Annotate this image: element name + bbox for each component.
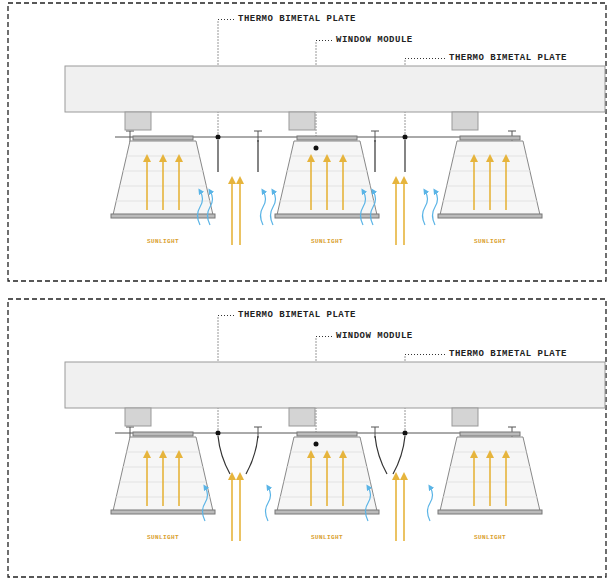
part-label: THERMO BIMETAL PLATE [448, 349, 568, 360]
part-label: THERMO BIMETAL PLATE [237, 310, 357, 321]
part-label: THERMO BIMETAL PLATE [237, 14, 357, 25]
panel [8, 299, 606, 577]
part-label: WINDOW MODULE [335, 35, 414, 46]
part-label: THERMO BIMETAL PLATE [448, 53, 568, 64]
sunlight-label: SUNLIGHT [310, 238, 344, 246]
part-label: WINDOW MODULE [335, 331, 414, 342]
sunlight-label: SUNLIGHT [146, 534, 180, 542]
sunlight-label: SUNLIGHT [310, 534, 344, 542]
sunlight-label: SUNLIGHT [473, 238, 507, 246]
sunlight-label: SUNLIGHT [146, 238, 180, 246]
sunlight-label: SUNLIGHT [473, 534, 507, 542]
panel [8, 3, 606, 281]
